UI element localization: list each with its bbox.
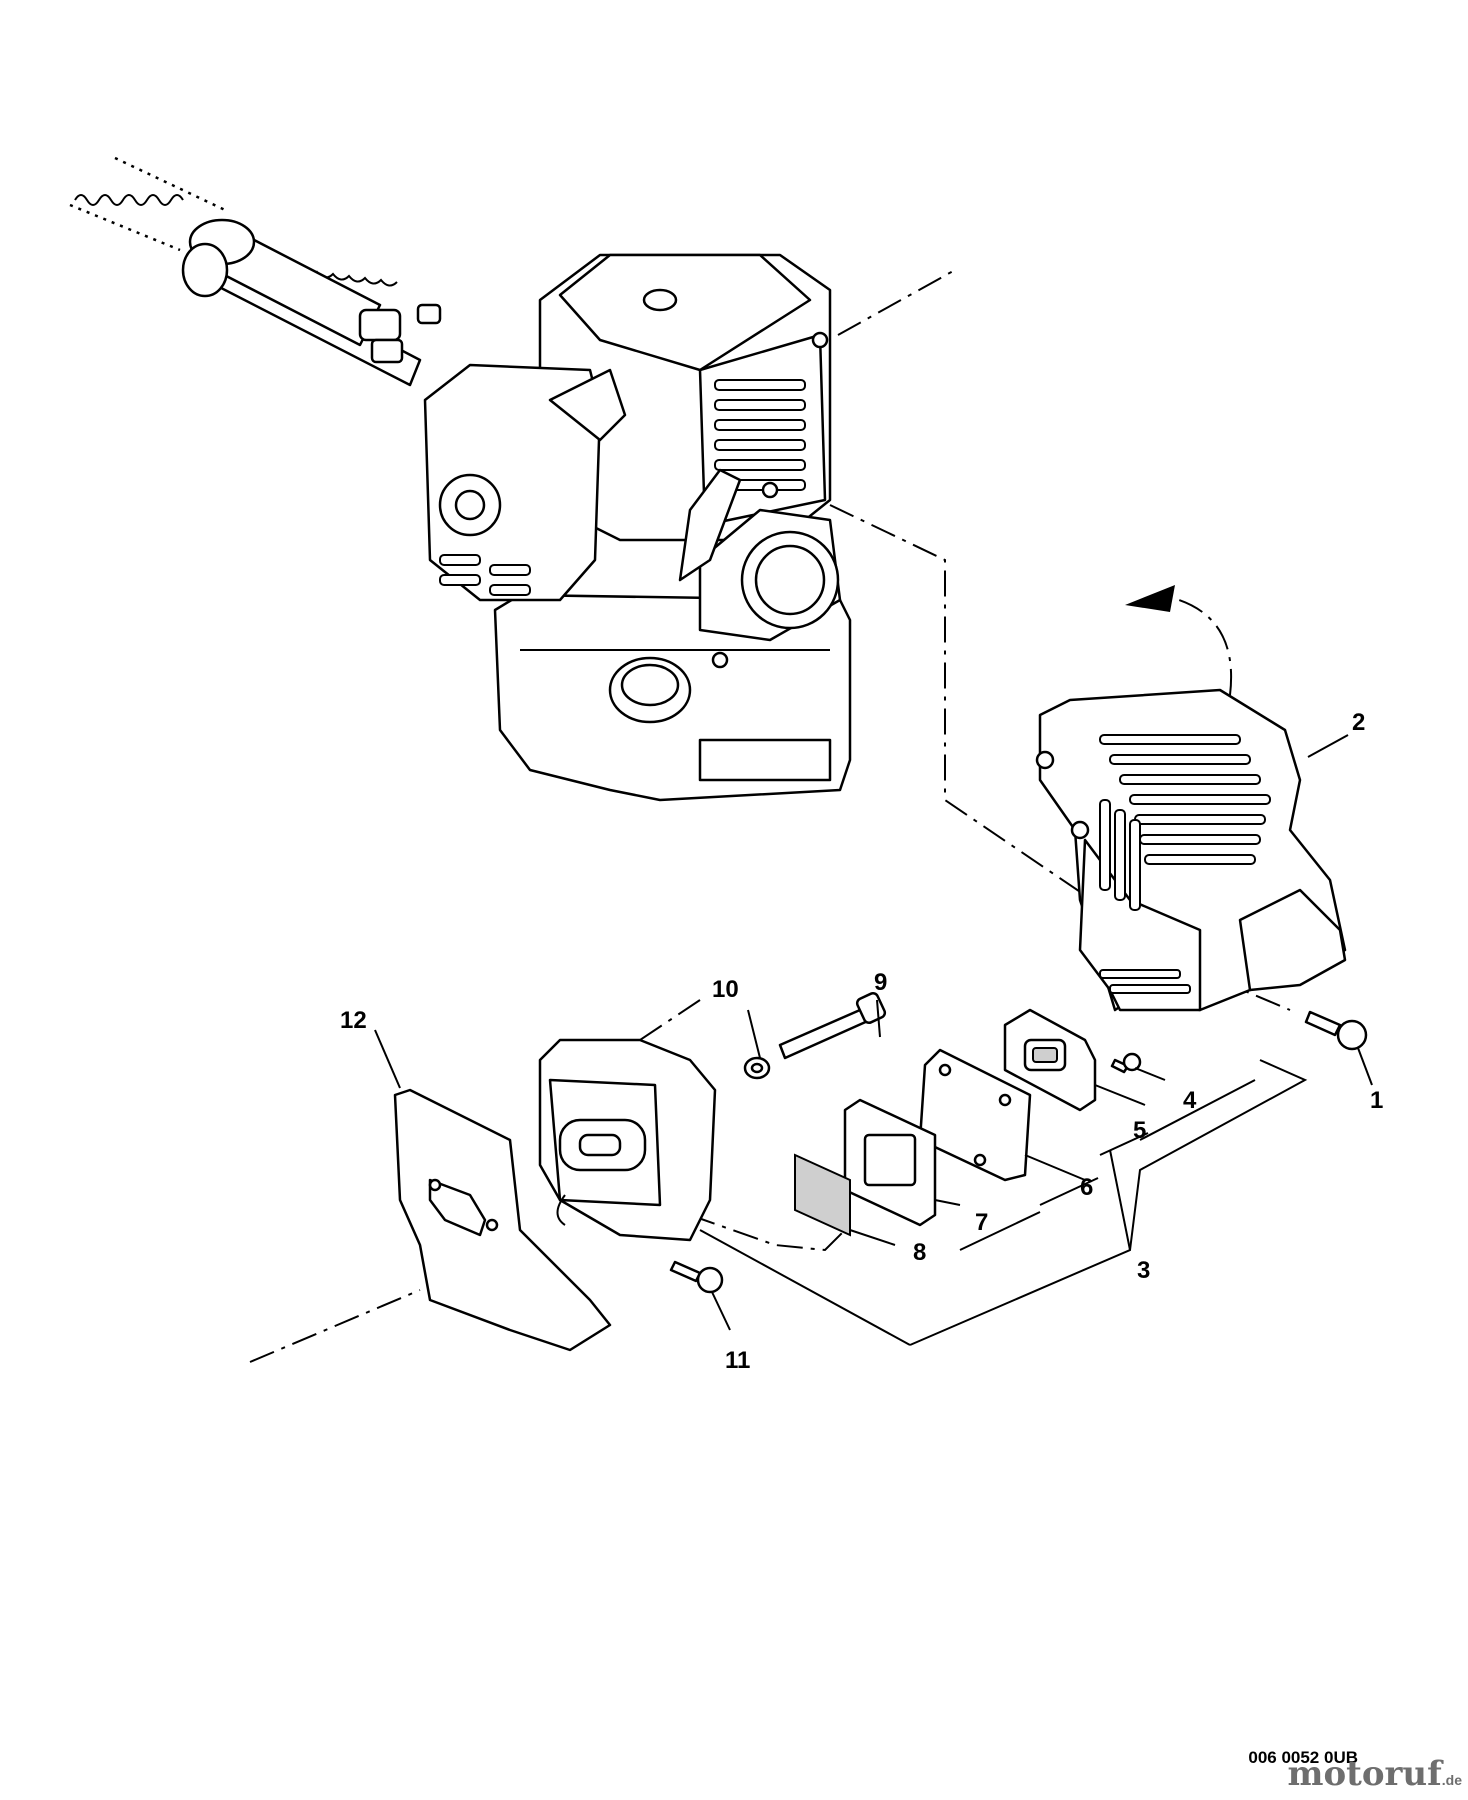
callout-10: 10 bbox=[712, 976, 739, 1003]
callout-9: 9 bbox=[874, 969, 887, 996]
part-4-screw bbox=[1110, 1052, 1142, 1074]
part-9-bolt bbox=[778, 991, 887, 1060]
part-8-screen bbox=[794, 1153, 851, 1237]
part-3-muffler bbox=[538, 1038, 717, 1242]
watermark-logo: motoruf.de bbox=[1287, 1754, 1462, 1794]
diagram-reference-code: 006 0052 0UB bbox=[1248, 1748, 1358, 1767]
part-11-bolt bbox=[669, 1260, 724, 1294]
part-7-gasket bbox=[843, 1098, 937, 1227]
callout-12: 12 bbox=[340, 1007, 367, 1034]
callout-6: 6 bbox=[1080, 1174, 1093, 1201]
part-12-heat-shield bbox=[393, 1088, 612, 1352]
callout-7: 7 bbox=[975, 1209, 988, 1236]
callout-2: 2 bbox=[1352, 709, 1365, 736]
watermark-name: motoruf bbox=[1287, 1754, 1442, 1794]
engine-assembly bbox=[423, 253, 852, 802]
callout-8: 8 bbox=[913, 1239, 926, 1266]
muffler-cover bbox=[1035, 688, 1347, 1012]
watermark-tld: .de bbox=[1441, 1772, 1462, 1788]
callout-3: 3 bbox=[1137, 1257, 1150, 1284]
part-5-flange bbox=[1003, 1008, 1097, 1112]
callout-4: 4 bbox=[1183, 1087, 1197, 1114]
rotation-arrow-icon bbox=[1125, 585, 1233, 696]
callout-11: 11 bbox=[725, 1347, 750, 1374]
callout-1: 1 bbox=[1370, 1087, 1383, 1114]
engine-cooling-fins bbox=[714, 379, 806, 491]
callout-labels: 1 2 3 4 5 6 7 8 9 10 11 12 bbox=[340, 709, 1383, 1374]
drive-shaft bbox=[69, 156, 442, 387]
part-10-washer bbox=[743, 1056, 771, 1080]
leader-lines bbox=[374, 734, 1373, 1346]
part-1-screw bbox=[1304, 1010, 1368, 1051]
air-filter-vent-slots bbox=[439, 554, 531, 596]
callout-5: 5 bbox=[1133, 1117, 1146, 1144]
muffler-cover-fins bbox=[1099, 734, 1271, 994]
